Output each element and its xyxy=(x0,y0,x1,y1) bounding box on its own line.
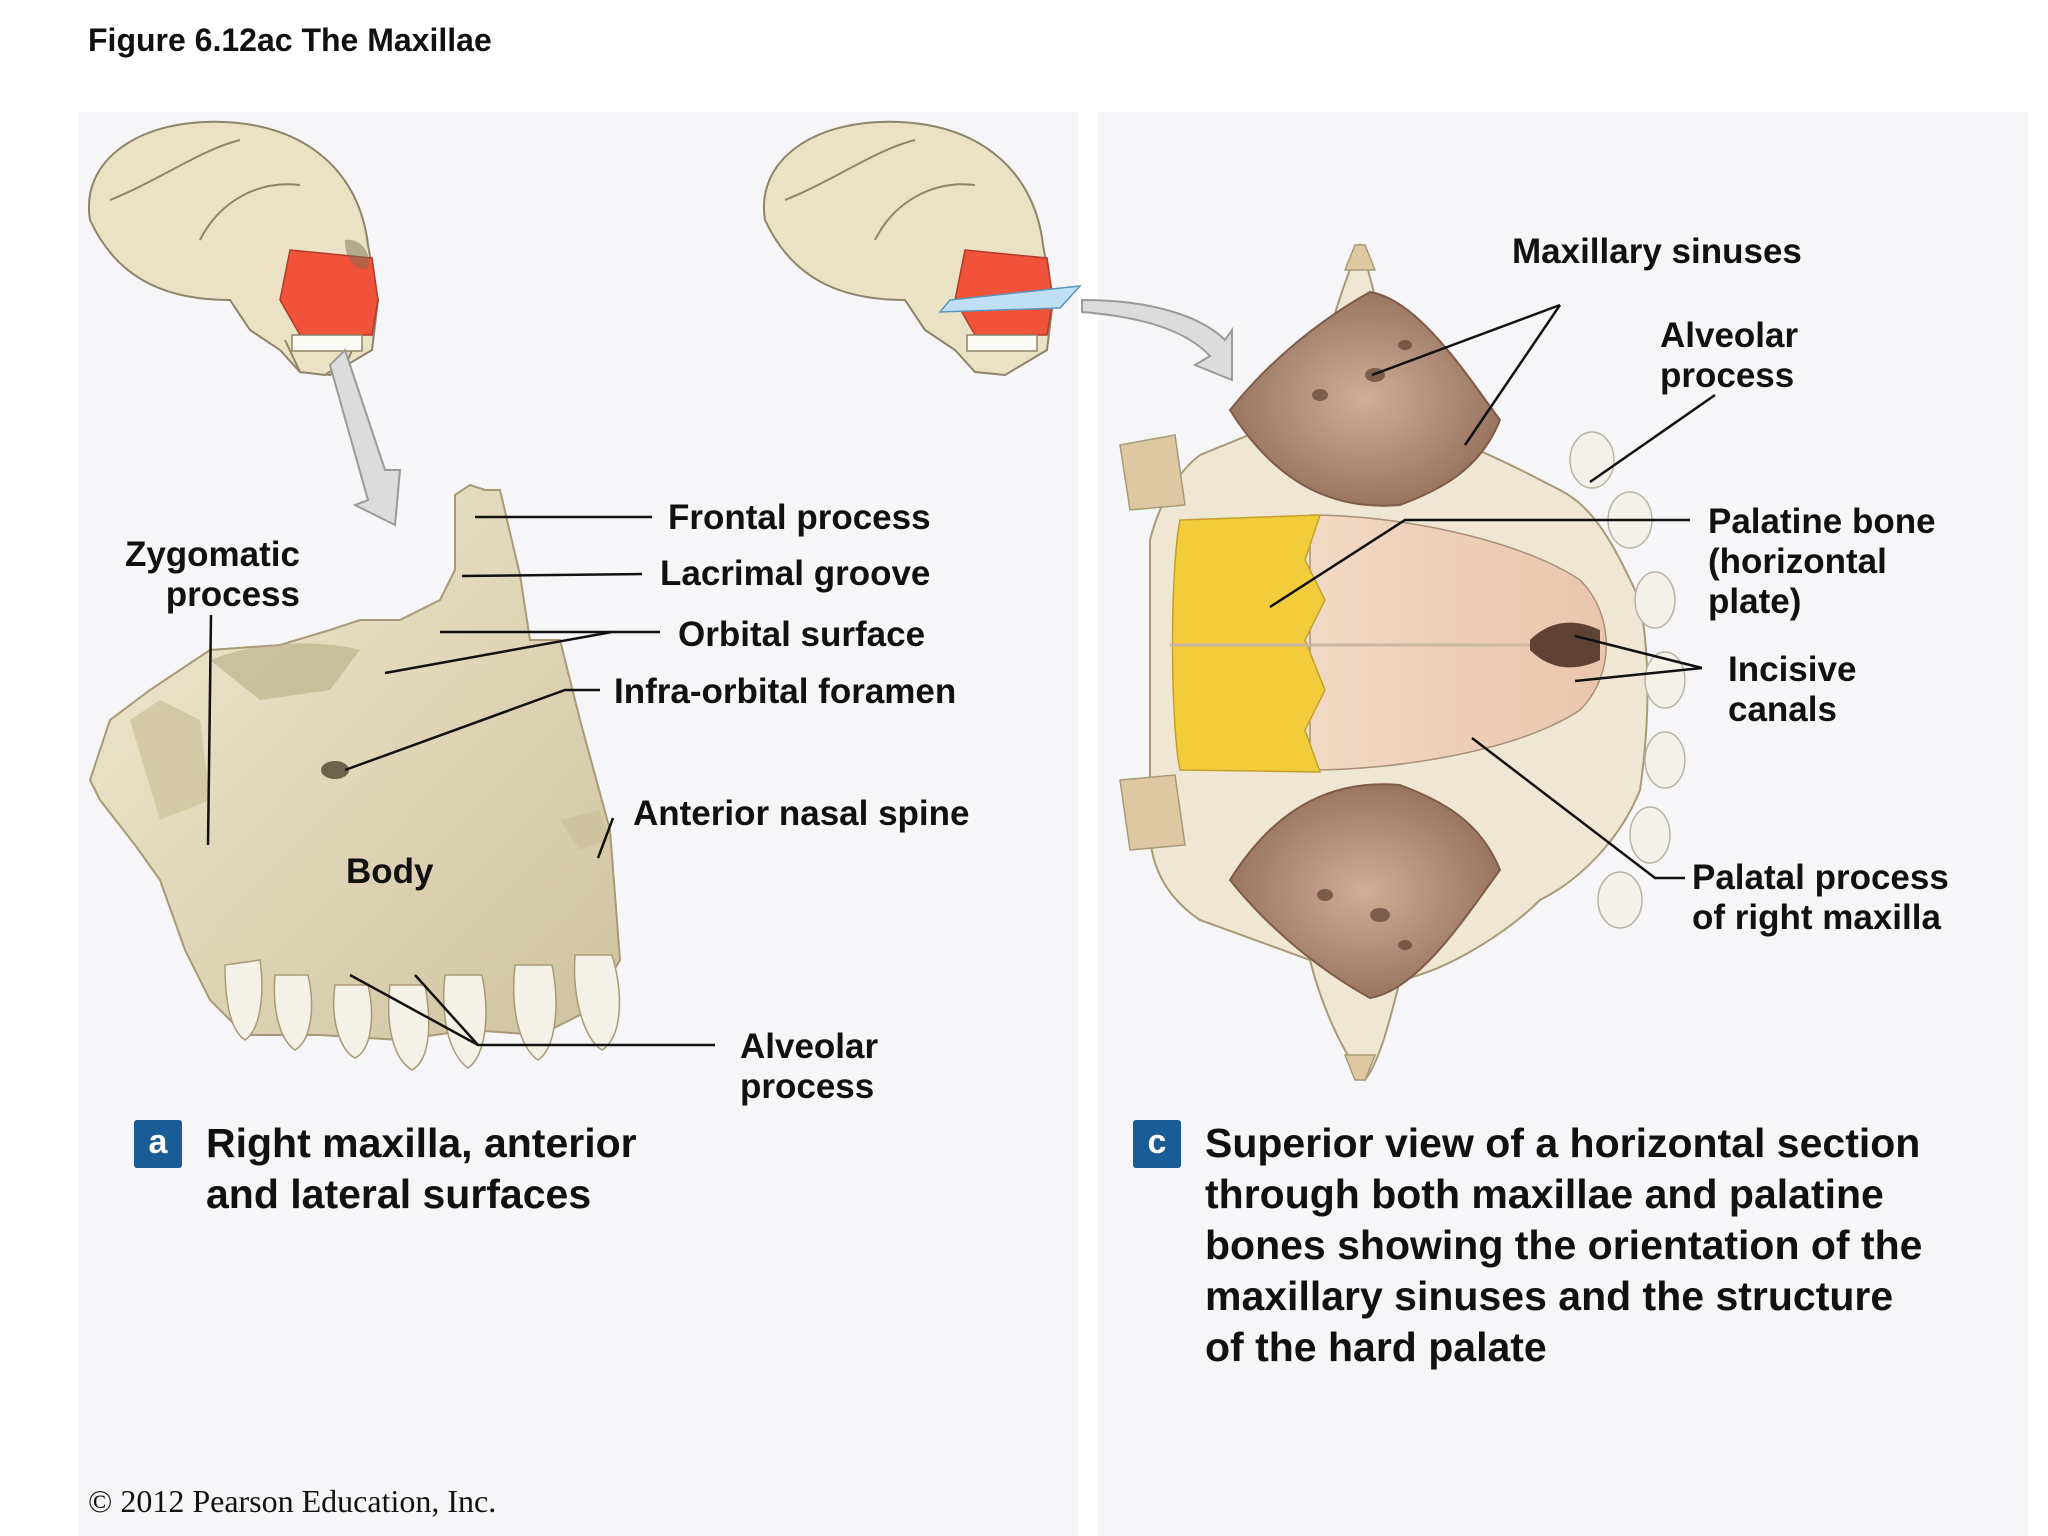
panel-c-caption-line: through both maxillae and palatine xyxy=(1205,1171,1884,1217)
label-lacrimal-groove: Lacrimal groove xyxy=(660,554,931,593)
label-anterior-nasal-spine: Anterior nasal spine xyxy=(633,794,970,833)
label-frontal-process: Frontal process xyxy=(668,498,931,537)
label-alveolar-process-c-line1: Alveolar xyxy=(1660,316,1799,355)
panel-a-badge: a xyxy=(134,1120,182,1168)
panel-c-caption-line: bones showing the orientation of the xyxy=(1205,1222,1923,1268)
label-zygomatic-process-line2: process xyxy=(165,575,300,614)
panel-c-leader-lines xyxy=(1269,303,1716,880)
label-zygomatic-process-line1: Zygomatic xyxy=(124,535,300,574)
label-palatine-bone-line3: plate) xyxy=(1708,582,1802,621)
panel-c-caption-line: Superior view of a horizontal section xyxy=(1205,1120,1921,1166)
panel-a-caption: Right maxilla, anterior and lateral surf… xyxy=(206,1120,637,1217)
copyright-notice: © 2012 Pearson Education, Inc. xyxy=(88,1483,497,1519)
panel-c-caption-line: of the hard palate xyxy=(1205,1324,1547,1370)
label-incisive-canals-line2: canals xyxy=(1728,690,1837,729)
label-maxillary-sinuses: Maxillary sinuses xyxy=(1512,232,1802,271)
label-infraorbital-foramen: Infra-orbital foramen xyxy=(614,672,957,711)
label-orbital-surface: Orbital surface xyxy=(678,615,926,654)
arrow-a xyxy=(328,348,402,527)
panel-a-leader-lines xyxy=(206,515,715,1047)
label-palatine-bone-line2: (horizontal xyxy=(1708,542,1887,581)
panel-c-caption: Superior view of a horizontal section th… xyxy=(1205,1118,2005,1373)
label-alveolar-process-a-line2: process xyxy=(740,1067,875,1106)
arrow-c xyxy=(1081,298,1233,382)
label-alveolar-process-c-line2: process xyxy=(1660,356,1795,395)
skull-c xyxy=(762,120,1082,377)
panel-c-caption-line: maxillary sinuses and the structure xyxy=(1205,1273,1894,1319)
label-incisive-canals-line1: Incisive xyxy=(1728,650,1857,689)
label-alveolar-process-a-line1: Alveolar xyxy=(740,1027,879,1066)
figure-title: Figure 6.12ac The Maxillae xyxy=(88,22,492,58)
panel-c-badge: c xyxy=(1133,1120,1181,1168)
label-body: Body xyxy=(346,852,434,891)
skull-a xyxy=(87,120,380,377)
label-palatal-process-line2: of right maxilla xyxy=(1692,898,1941,937)
label-palatine-bone-line1: Palatine bone xyxy=(1708,502,1936,541)
section-drawing xyxy=(1119,242,1686,1082)
label-palatal-process-line1: Palatal process xyxy=(1692,858,1949,897)
maxilla-drawing xyxy=(88,483,622,1071)
